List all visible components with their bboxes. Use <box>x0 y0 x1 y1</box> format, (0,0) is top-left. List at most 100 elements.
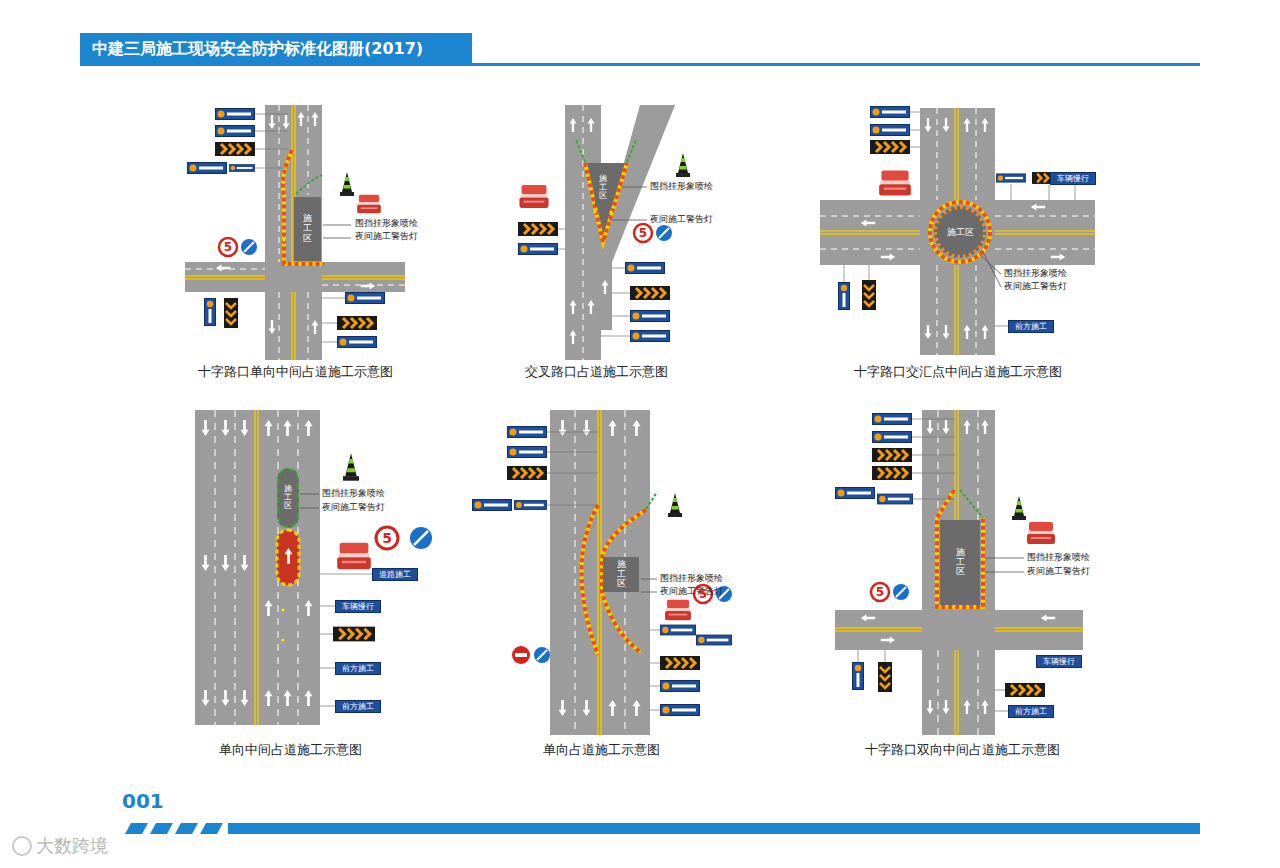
panel-crossroad-one-way-part <box>283 150 324 264</box>
panel-crossroad-center-part <box>879 171 911 196</box>
panel-one-way-middle-part <box>281 608 284 611</box>
node-text: 车辆慢行 <box>1043 656 1075 667</box>
panel-junction-part <box>585 163 627 242</box>
node-text: 施工区 <box>303 214 312 244</box>
road-sign: 前方施工 <box>335 662 381 675</box>
panel-crossroad-center-part <box>982 325 989 339</box>
panel-junction-part <box>631 331 670 342</box>
panel-one-way-part <box>660 656 700 670</box>
panel-one-way-middle-part <box>195 410 320 725</box>
panel-one-way-middle-part <box>222 420 230 436</box>
panel-junction-part <box>630 286 670 300</box>
node-text: 道路施工 <box>379 569 411 580</box>
panel-crossroad-one-way-part <box>269 320 276 334</box>
panel-one-way-part <box>559 420 567 436</box>
panel-one-way-part <box>665 600 691 620</box>
panel-junction-part <box>676 153 690 177</box>
node-text: 前方施工 <box>1015 706 1047 717</box>
callout-label: 围挡挂形象喷绘 <box>1027 552 1090 563</box>
panel-junction-part <box>631 311 670 322</box>
panel-junction-part <box>588 300 595 314</box>
panel-junction-part <box>634 224 652 242</box>
callout-label: 夜间施工警告灯 <box>1027 566 1090 577</box>
panel-one-way-part <box>508 427 547 438</box>
header-bar-part <box>80 63 1200 66</box>
panel-one-way-middle-part <box>337 543 371 569</box>
panel-crossroad-one-way-part <box>283 150 324 264</box>
callout-label: 围挡挂形象喷绘 <box>1004 268 1067 279</box>
panel-junction-part <box>570 118 577 132</box>
panel-crossroad-one-way-part <box>298 112 305 126</box>
panel-one-way-middle-part <box>277 530 299 585</box>
panel-one-way-part <box>660 625 695 635</box>
panel-one-way-part <box>473 500 512 511</box>
panel-one-way-middle-part <box>241 690 249 706</box>
footer-bar-part <box>13 837 31 855</box>
panel-crossroad-center-part <box>979 250 1001 287</box>
callout-label: 夜间施工警告灯 <box>660 586 723 597</box>
panel-one-way-part <box>537 650 547 660</box>
panel-crossroad-two-way-part <box>982 420 989 434</box>
panel-junction-part <box>585 163 627 242</box>
panel-one-way-middle-part <box>285 548 293 564</box>
panel-one-way-middle-part <box>305 420 313 436</box>
panel-crossroad-center-part <box>910 112 920 147</box>
panel-crossroad-center-part <box>844 265 869 282</box>
panel-junction-part <box>558 229 565 249</box>
road-sign: 前方施工 <box>1008 705 1054 718</box>
panel-one-way-part <box>515 653 527 657</box>
panel-crossroad-one-way-part <box>205 299 216 326</box>
panel-junction-part <box>570 330 577 344</box>
panel-one-way-middle-part <box>281 638 284 641</box>
panel-one-way-part <box>609 700 617 716</box>
panel-crossroad-one-way-part <box>244 242 254 252</box>
panel-junction-part <box>519 244 558 255</box>
panel-junction-part <box>626 263 665 274</box>
panel-crossroad-center-part <box>995 326 1008 327</box>
speed-limit-number: 5 <box>876 585 884 599</box>
panel-crossroad-center-part <box>861 219 875 226</box>
panel-crossroad-two-way-part <box>943 700 950 714</box>
header-bar <box>80 33 1200 66</box>
panel-one-way-part <box>696 635 731 645</box>
panel-crossroad-two-way-part <box>878 662 892 692</box>
panel-crossroad-two-way-part <box>937 490 983 607</box>
panel-crossroad-one-way-part <box>322 298 345 342</box>
panel-crossroad-one-way-part <box>323 225 351 238</box>
panel-crossroad-two-way-part <box>927 700 934 714</box>
page-number: 001 <box>122 789 164 813</box>
footer-bar-part <box>125 823 148 834</box>
panel-one-way-part <box>582 505 599 655</box>
speed-limit-number: 5 <box>699 587 707 601</box>
panel-caption: 交叉路口占道施工示意图 <box>525 364 668 380</box>
callout-label: 夜间施工警告灯 <box>1004 281 1067 292</box>
panel-one-way-middle-part <box>410 527 432 549</box>
panel-crossroad-two-way-part <box>964 420 971 434</box>
panel-one-way-part <box>550 410 650 735</box>
panel-crossroad-center <box>820 107 1095 356</box>
panel-one-way-part <box>507 466 547 480</box>
panel-crossroad-one-way-part <box>337 316 377 330</box>
panel-junction-part <box>565 105 601 360</box>
panel-crossroad-one-way-part <box>296 175 322 194</box>
node-text: 施工区 <box>284 485 292 511</box>
panel-crossroad-one-way-part <box>224 298 238 328</box>
panel-one-way-middle-part <box>241 420 249 436</box>
panel-crossroad-two-way-part <box>873 432 912 443</box>
panel-crossroad-two-way-part <box>835 610 1083 650</box>
construction-zone: 施工区 <box>277 468 299 528</box>
panel-crossroad-center-part <box>964 325 971 339</box>
panel-one-way-part <box>633 700 641 716</box>
panel-crossroad-center-part <box>943 325 950 339</box>
panel-crossroad-center-part <box>982 118 989 132</box>
panel-crossroad-two-way-part <box>893 584 909 600</box>
panel-crossroad-one-way-part <box>215 142 255 156</box>
panel-crossroad-center-part <box>1031 203 1045 210</box>
panel-one-way-middle-part <box>414 531 428 545</box>
panel-crossroad-two-way-part <box>943 420 950 434</box>
panel-junction-part <box>585 163 627 242</box>
panel-crossroad-two-way-part <box>985 558 1024 572</box>
panel-crossroad-one-way-part <box>255 114 288 168</box>
panel-one-way-middle-part <box>305 600 313 616</box>
panel-crossroad-two-way-part <box>1005 683 1045 697</box>
